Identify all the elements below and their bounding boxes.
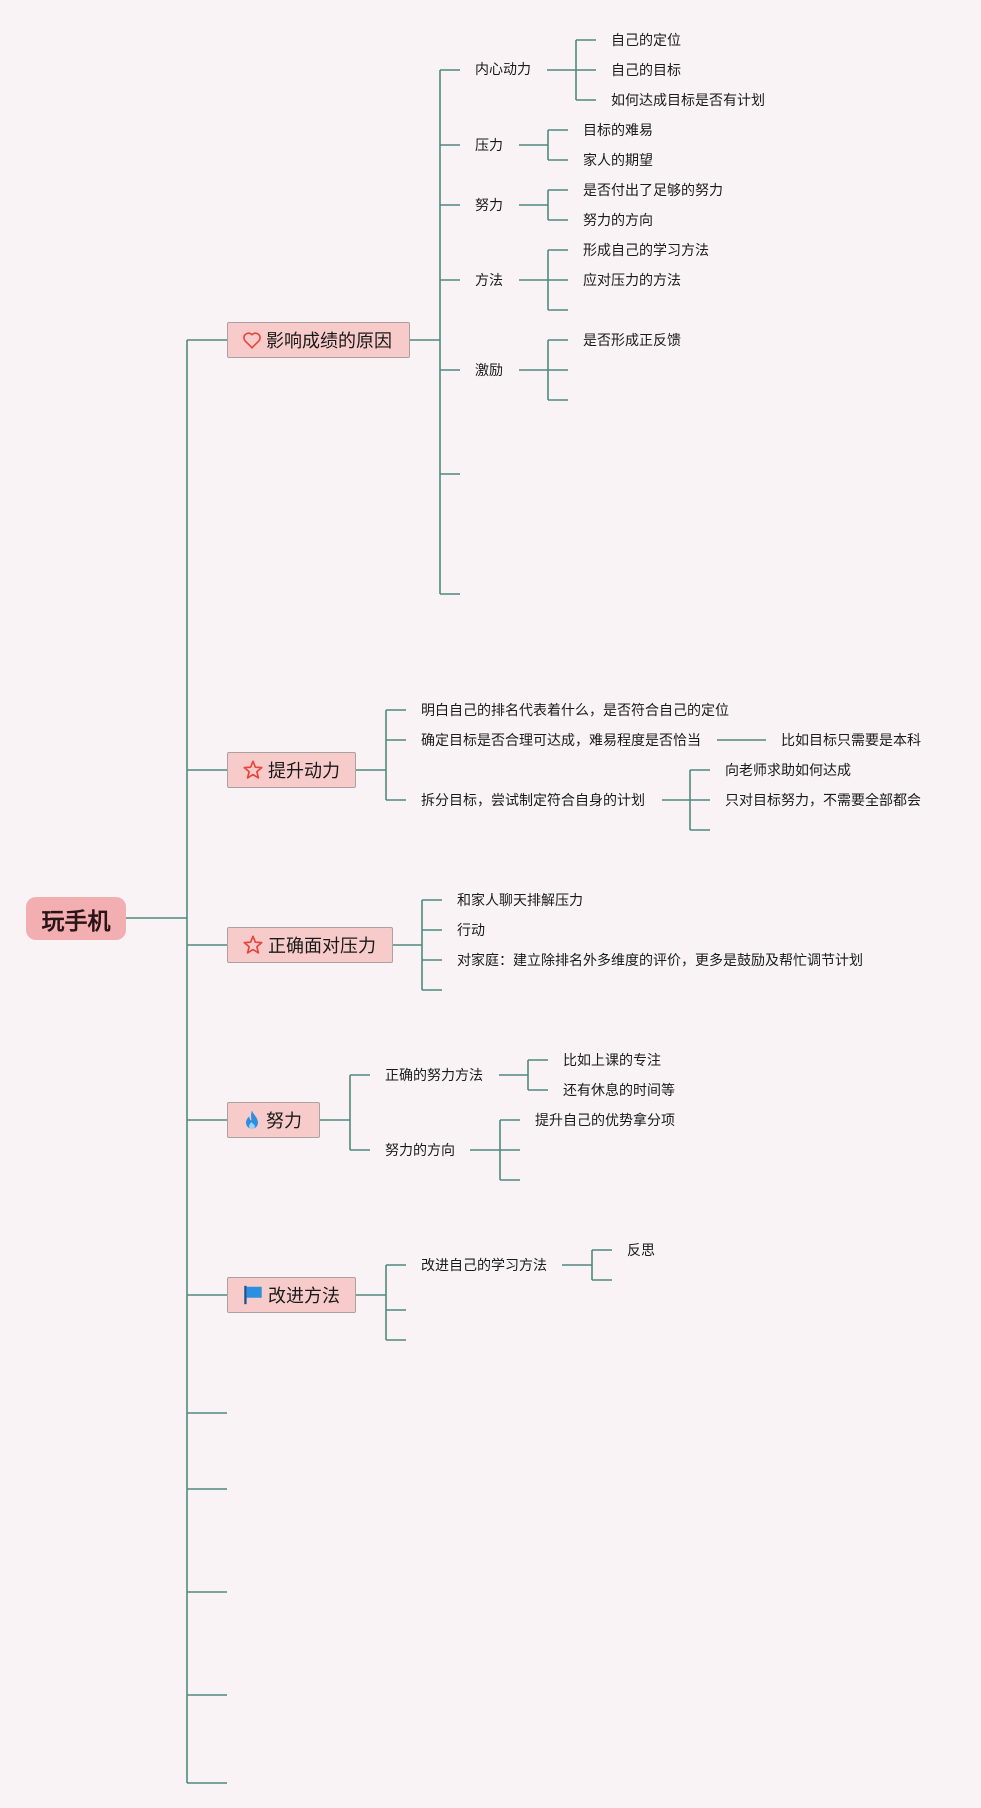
leaf-self-goal[interactable]: 自己的目标: [611, 63, 681, 79]
topic-label: 提升动力: [268, 761, 340, 782]
leaf-self-position[interactable]: 自己的定位: [611, 33, 681, 49]
heart-outline-icon: [242, 331, 262, 349]
topic-face-pressure[interactable]: 正确面对压力: [227, 927, 393, 963]
root-label: 玩手机: [41, 908, 111, 935]
leaf-positive-feedback[interactable]: 是否形成正反馈: [583, 333, 681, 349]
flag-icon: [242, 1284, 264, 1306]
topic-effort[interactable]: 努力: [227, 1102, 320, 1138]
leaf-ranking-meaning[interactable]: 明白自己的排名代表着什么，是否符合自己的定位: [421, 703, 729, 719]
topic-influence-causes[interactable]: 影响成绩的原因: [227, 322, 410, 358]
subtopic-pressure[interactable]: 压力: [475, 138, 503, 154]
leaf-own-study-method[interactable]: 形成自己的学习方法: [583, 243, 709, 259]
leaf-reflect[interactable]: 反思: [627, 1243, 655, 1259]
leaf-correct-effort-method[interactable]: 正确的努力方法: [385, 1068, 483, 1084]
leaf-talk-family[interactable]: 和家人聊天排解压力: [457, 893, 583, 909]
topic-label: 正确面对压力: [268, 936, 376, 957]
leaf-rest-time[interactable]: 还有休息的时间等: [563, 1083, 675, 1099]
subtopic-inner-motivation[interactable]: 内心动力: [475, 62, 531, 78]
topic-label: 影响成绩的原因: [266, 331, 392, 352]
leaf-family-expectation[interactable]: 家人的期望: [583, 153, 653, 169]
leaf-focus-target[interactable]: 只对目标努力，不需要全部都会: [725, 793, 921, 809]
subtopic-incentive[interactable]: 激励: [475, 363, 503, 379]
leaf-enough-effort[interactable]: 是否付出了足够的努力: [583, 183, 723, 199]
leaf-goal-difficulty[interactable]: 目标的难易: [583, 123, 653, 139]
subtopic-effort[interactable]: 努力: [475, 198, 503, 214]
leaf-improve-study-method[interactable]: 改进自己的学习方法: [421, 1258, 547, 1274]
topic-improve-method[interactable]: 改进方法: [227, 1277, 356, 1313]
leaf-goal-feasible[interactable]: 确定目标是否合理可达成，难易程度是否恰当: [421, 733, 701, 749]
leaf-advantage-score[interactable]: 提升自己的优势拿分项: [535, 1113, 675, 1129]
leaf-effort-direction[interactable]: 努力的方向: [583, 213, 653, 229]
flame-icon: [242, 1109, 262, 1131]
star-outline-icon: [242, 934, 264, 956]
leaf-action[interactable]: 行动: [457, 923, 485, 939]
leaf-split-goal[interactable]: 拆分目标，尝试制定符合自身的计划: [421, 793, 645, 809]
leaf-pressure-method[interactable]: 应对压力的方法: [583, 273, 681, 289]
leaf-goal-undergrad[interactable]: 比如目标只需要是本科: [781, 733, 921, 749]
root-topic[interactable]: 玩手机: [26, 897, 126, 940]
subtopic-method[interactable]: 方法: [475, 273, 503, 289]
leaf-ask-teacher[interactable]: 向老师求助如何达成: [725, 763, 851, 779]
topic-boost-motivation[interactable]: 提升动力: [227, 752, 356, 788]
leaf-family-evaluation[interactable]: 对家庭：建立除排名外多维度的评价，更多是鼓励及帮忙调节计划: [457, 953, 863, 969]
topic-label: 改进方法: [268, 1286, 340, 1307]
leaf-focus-in-class[interactable]: 比如上课的专注: [563, 1053, 661, 1069]
topic-label: 努力: [266, 1111, 302, 1132]
star-outline-icon: [242, 759, 264, 781]
leaf-effort-direction-2[interactable]: 努力的方向: [385, 1143, 455, 1159]
leaf-goal-plan[interactable]: 如何达成目标是否有计划: [611, 93, 765, 109]
